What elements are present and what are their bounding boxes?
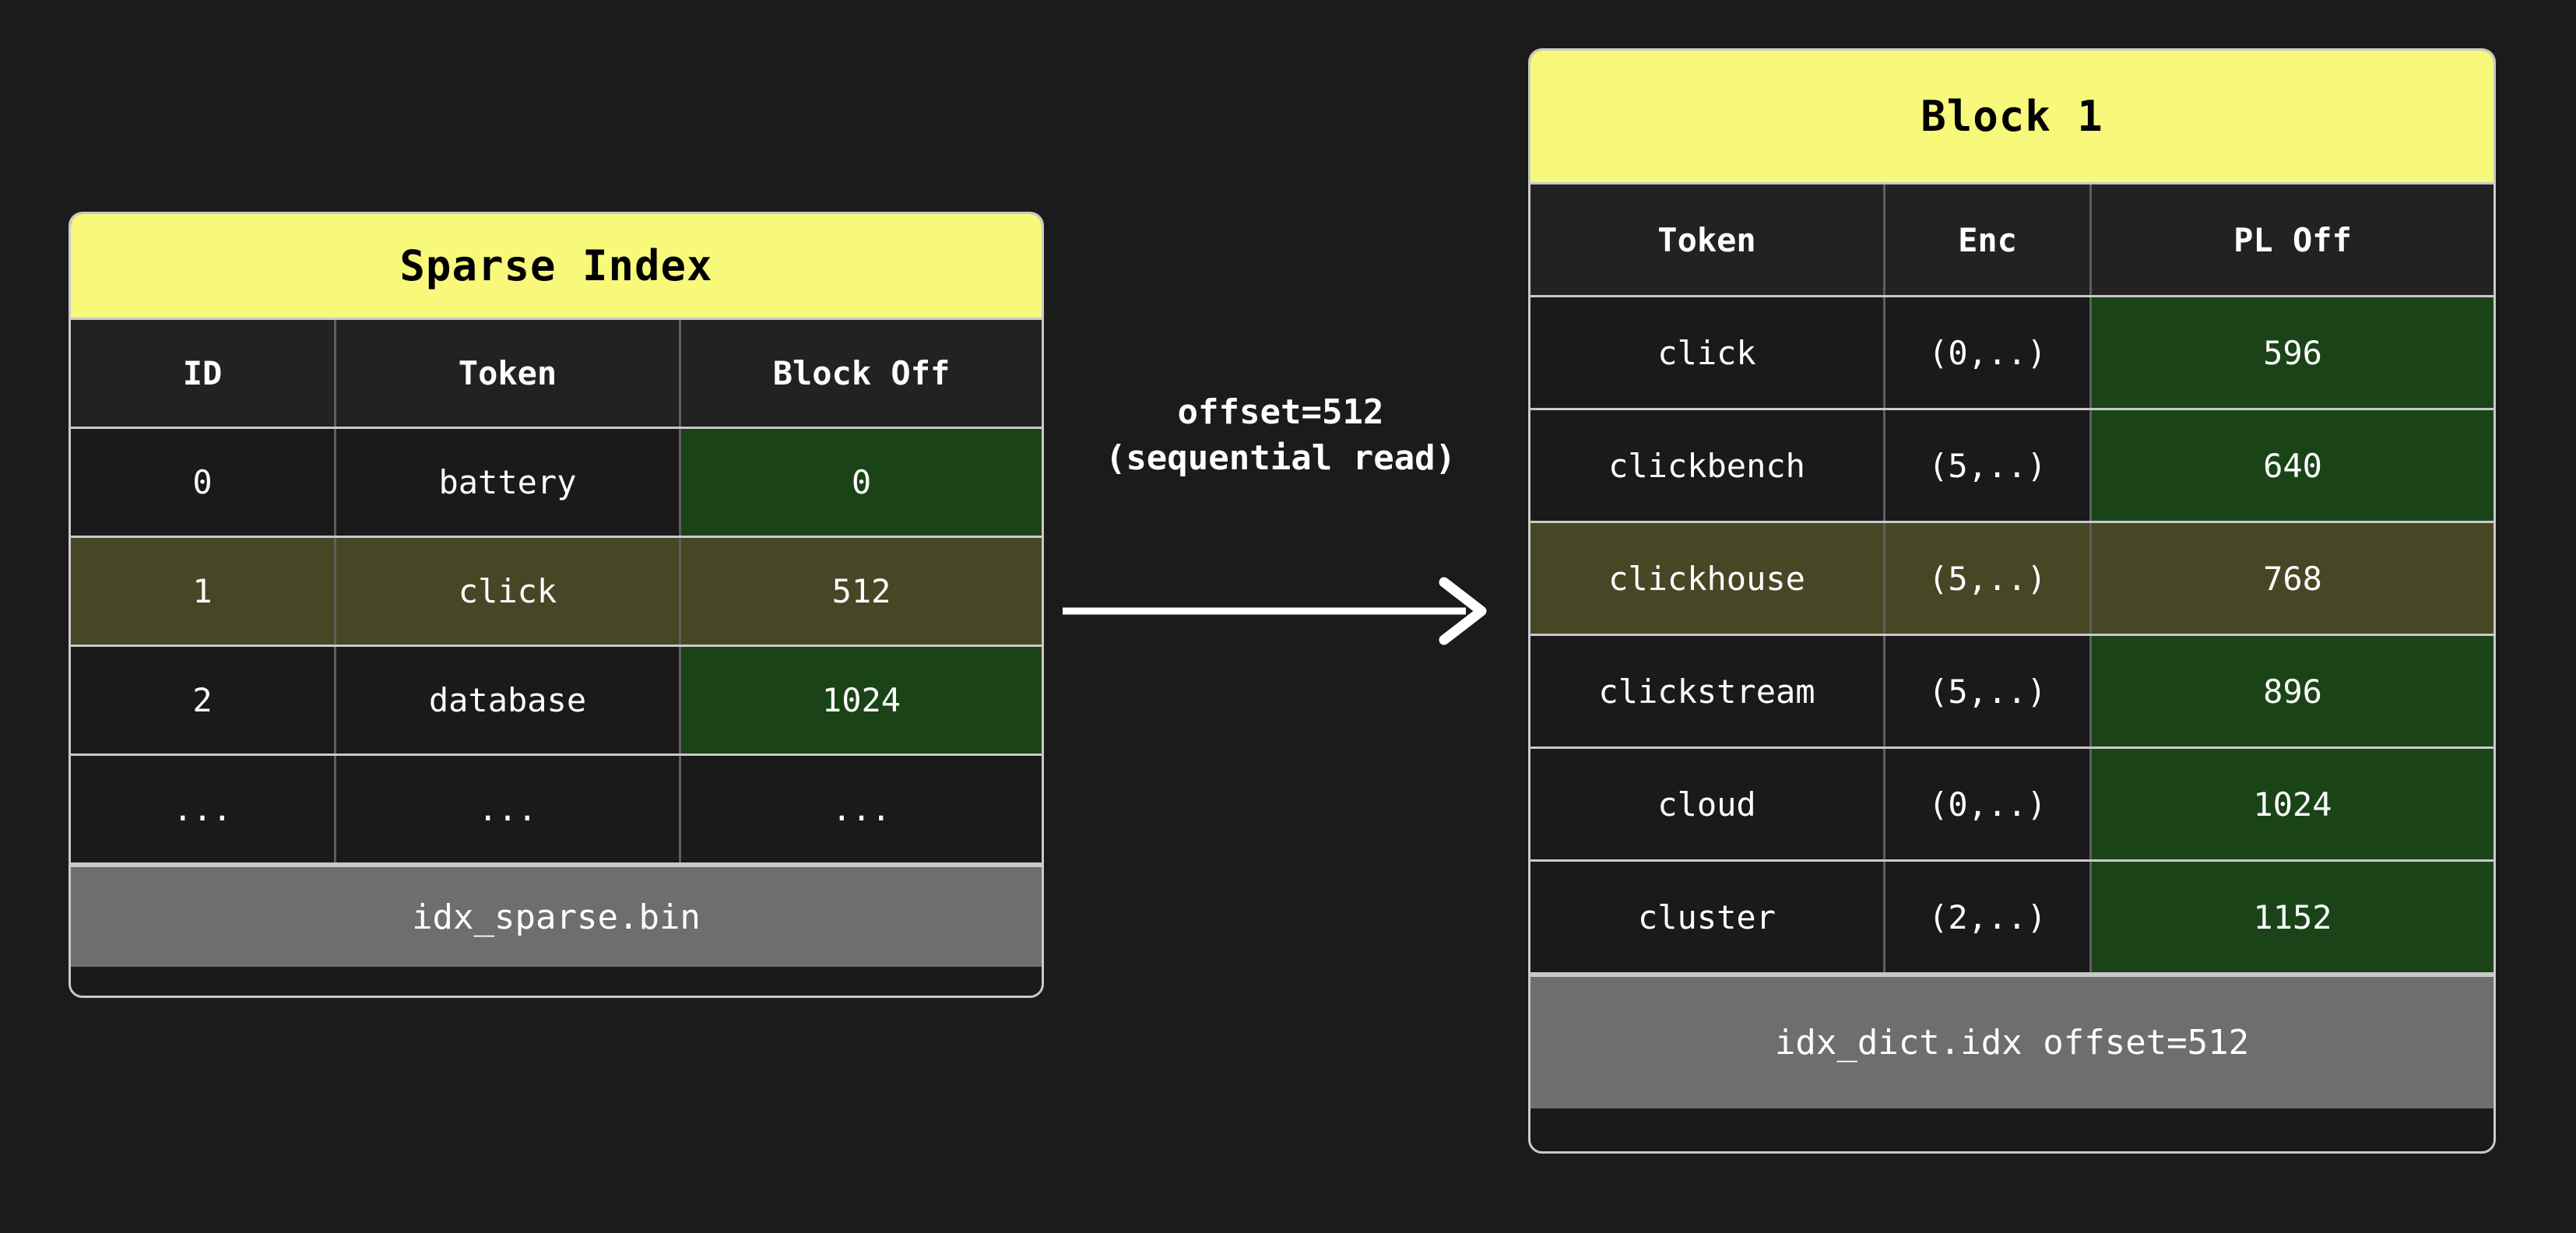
- table-row-highlighted: clickhouse (5,..) 768: [1530, 523, 2493, 636]
- table-row: clickbench (5,..) 640: [1530, 410, 2493, 523]
- cell-pl-off: 1152: [2092, 862, 2493, 972]
- cell-enc: (2,..): [1885, 862, 2092, 972]
- cell-token: ...: [336, 756, 681, 862]
- cell-pl-off: 768: [2092, 523, 2493, 634]
- table-header-row: Token Enc PL Off: [1530, 184, 2493, 297]
- column-header-block-off: Block Off: [681, 320, 1042, 427]
- sparse-index-table: Sparse Index ID Token Block Off 0 batter…: [69, 212, 1044, 998]
- cell-token: database: [336, 647, 681, 754]
- table-row-highlighted: 1 click 512: [71, 538, 1042, 647]
- cell-enc: (5,..): [1885, 410, 2092, 521]
- cell-pl-off: 1024: [2092, 749, 2493, 859]
- block-title: Block 1: [1530, 51, 2493, 184]
- cell-enc: (5,..): [1885, 636, 2092, 746]
- table-row: clickstream (5,..) 896: [1530, 636, 2493, 749]
- cell-pl-off: 640: [2092, 410, 2493, 521]
- cell-block-off: ...: [681, 756, 1042, 862]
- cell-block-off: 0: [681, 429, 1042, 536]
- cell-enc: (5,..): [1885, 523, 2092, 634]
- table-row: cluster (2,..) 1152: [1530, 862, 2493, 975]
- flow-label-line-1: offset=512: [1177, 392, 1384, 432]
- cell-token: clickhouse: [1530, 523, 1885, 634]
- table-header-row: ID Token Block Off: [71, 320, 1042, 429]
- block-filename-offset: idx_dict.idx offset=512: [1530, 975, 2493, 1108]
- cell-id: 0: [71, 429, 336, 536]
- column-header-enc: Enc: [1885, 184, 2092, 295]
- cell-token: click: [336, 538, 681, 645]
- cell-id: ...: [71, 756, 336, 862]
- cell-token: clickstream: [1530, 636, 1885, 746]
- table-row: cloud (0,..) 1024: [1530, 749, 2493, 862]
- cell-token: battery: [336, 429, 681, 536]
- cell-enc: (0,..): [1885, 297, 2092, 408]
- cell-id: 2: [71, 647, 336, 754]
- flow-label-line-2: (sequential read): [1105, 438, 1457, 479]
- column-header-token: Token: [1530, 184, 1885, 295]
- cell-token: clickbench: [1530, 410, 1885, 521]
- cell-token: cluster: [1530, 862, 1885, 972]
- cell-enc: (0,..): [1885, 749, 2092, 859]
- cell-id: 1: [71, 538, 336, 645]
- cell-token: cloud: [1530, 749, 1885, 859]
- cell-pl-off: 596: [2092, 297, 2493, 408]
- column-header-token: Token: [336, 320, 681, 427]
- block-table: Block 1 Token Enc PL Off click (0,..) 59…: [1528, 48, 2496, 1154]
- cell-block-off: 1024: [681, 647, 1042, 754]
- cell-token: click: [1530, 297, 1885, 408]
- cell-block-off: 512: [681, 538, 1042, 645]
- table-row: click (0,..) 596: [1530, 297, 2493, 410]
- sparse-index-title: Sparse Index: [71, 214, 1042, 320]
- arrow-right-icon: [1063, 577, 1487, 645]
- table-row: 0 battery 0: [71, 429, 1042, 538]
- column-header-id: ID: [71, 320, 336, 427]
- table-row-ellipsis: ... ... ...: [71, 756, 1042, 865]
- cell-pl-off: 896: [2092, 636, 2493, 746]
- column-header-pl-off: PL Off: [2092, 184, 2493, 295]
- sparse-index-filename: idx_sparse.bin: [71, 865, 1042, 967]
- table-row: 2 database 1024: [71, 647, 1042, 756]
- flow-label: offset=512 (sequential read): [1047, 389, 1514, 482]
